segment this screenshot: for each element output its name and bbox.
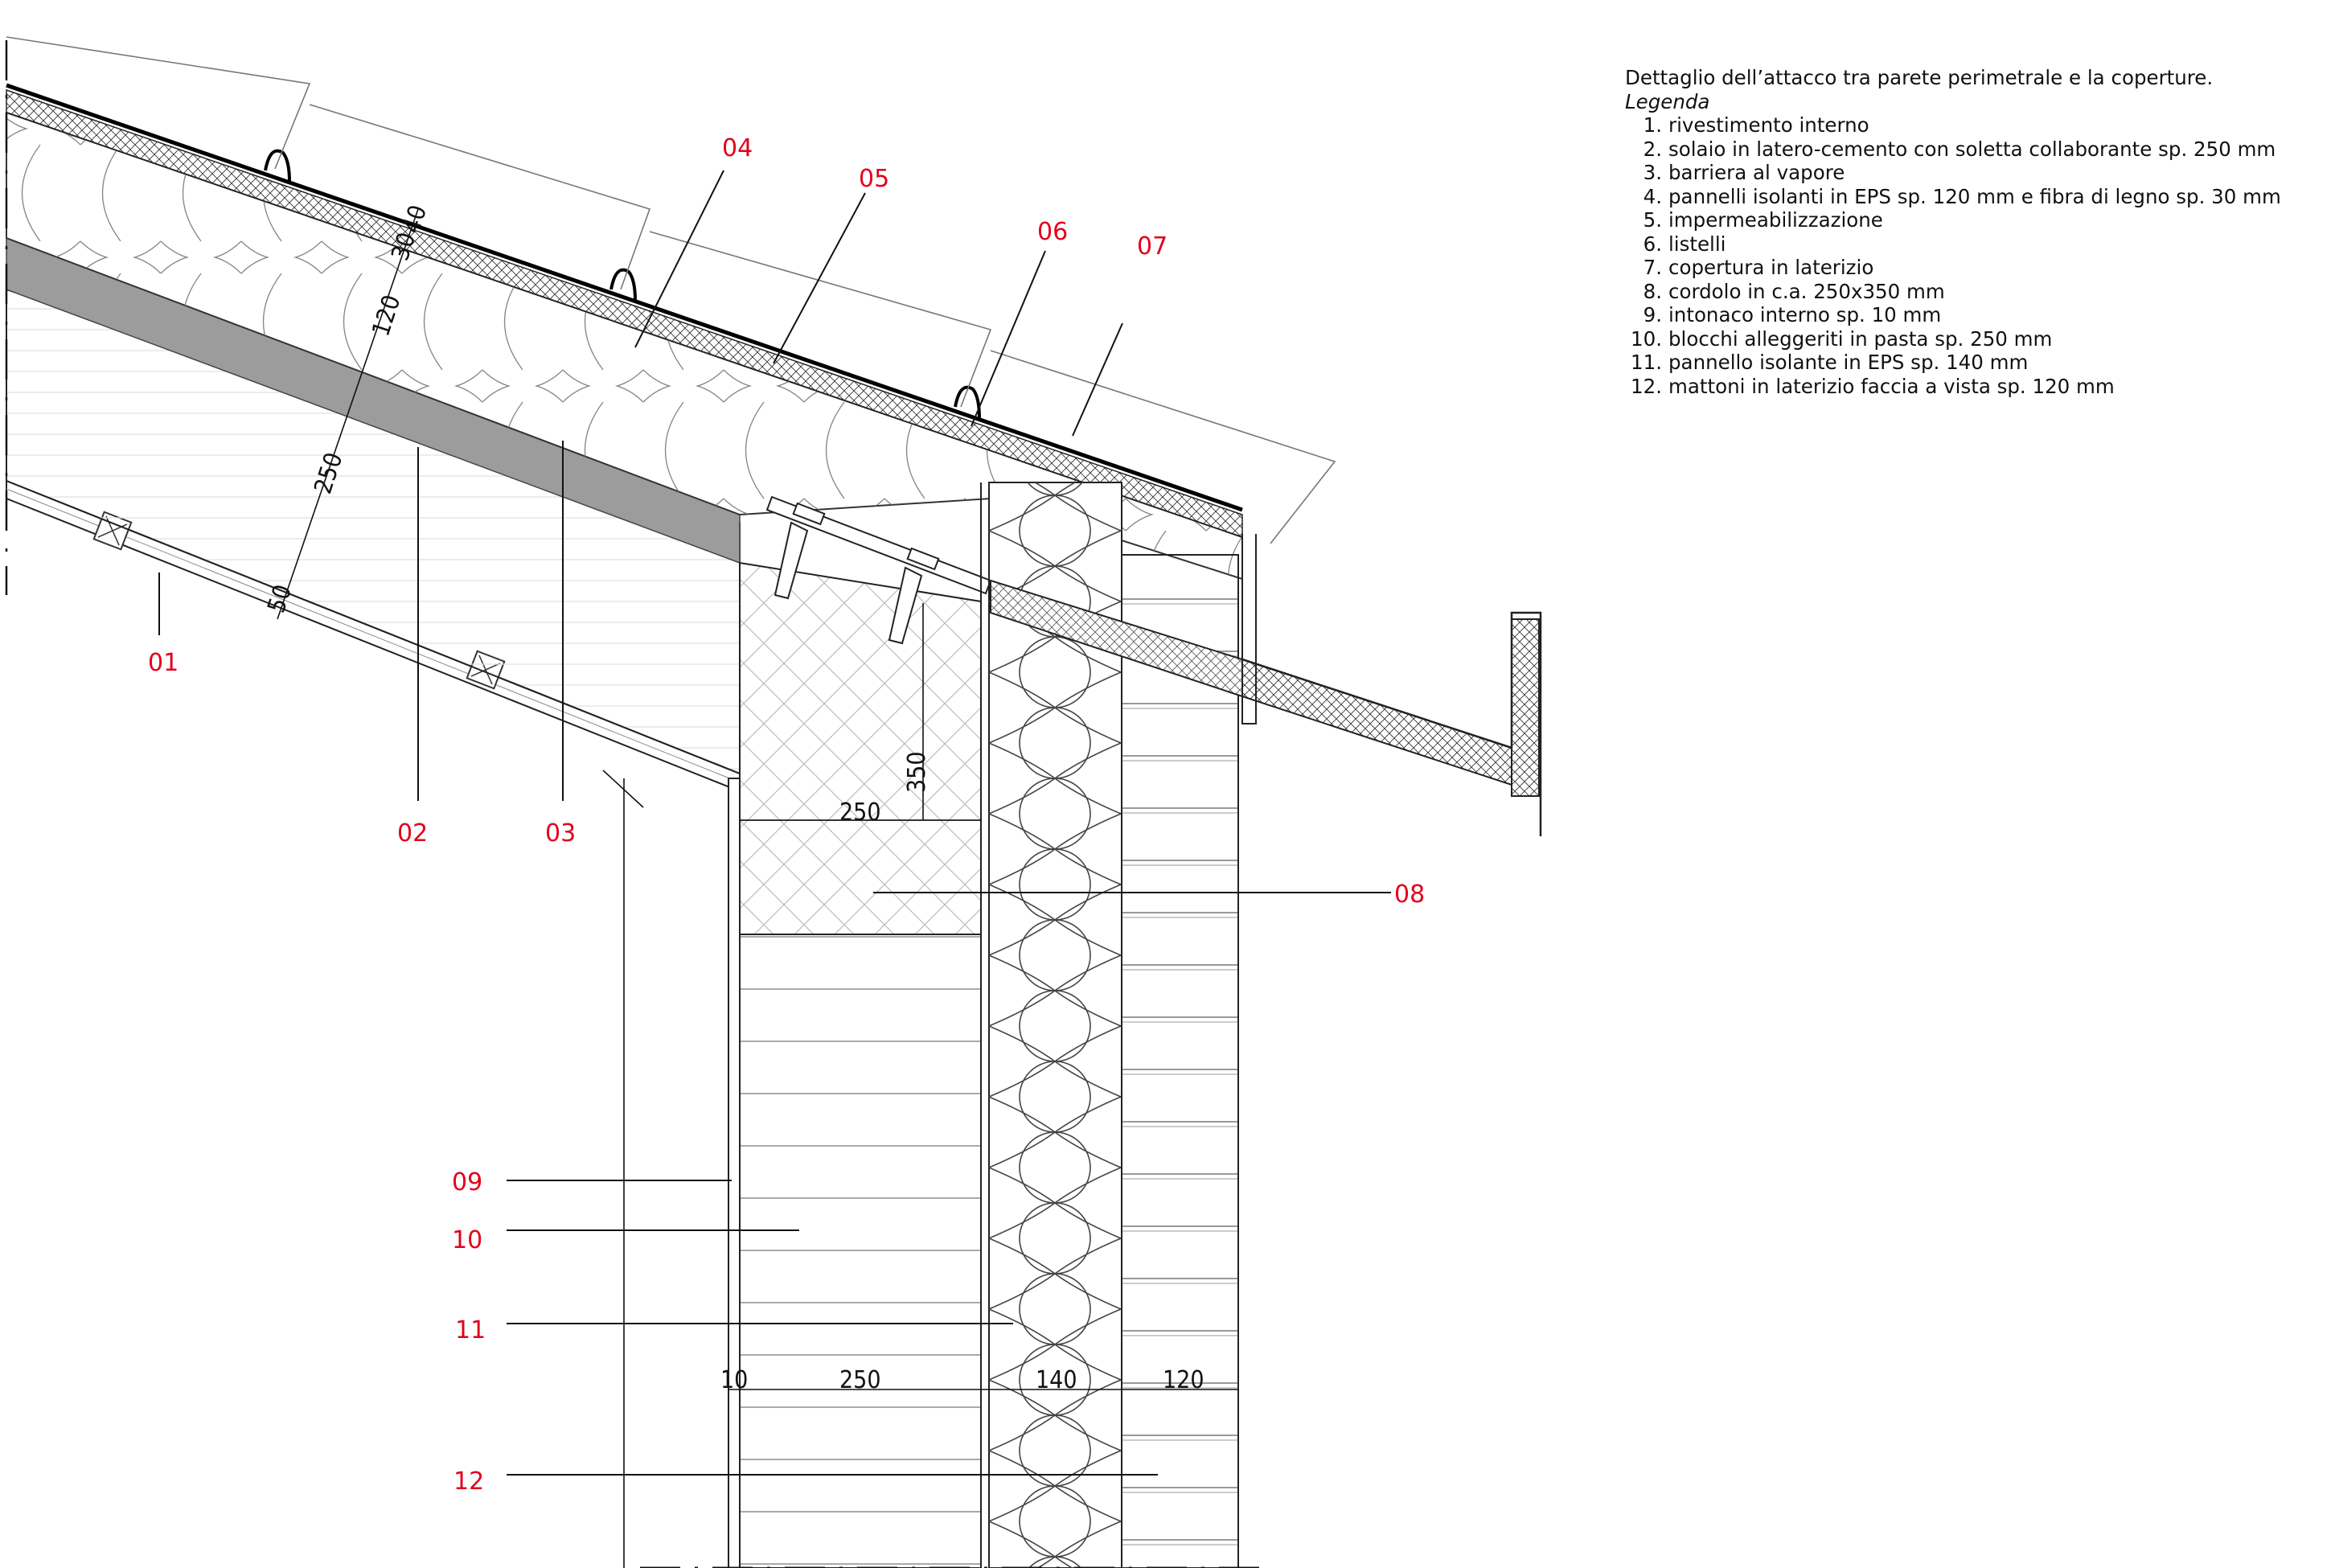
- legend-item: 4.pannelli isolanti in EPS sp. 120 mm e …: [1625, 185, 2317, 209]
- callout-07: 07: [1137, 232, 1168, 261]
- legend-item: 6.listelli: [1625, 232, 2317, 257]
- callout-08: 08: [1394, 880, 1425, 909]
- interior-plaster: [728, 778, 741, 1568]
- roof-build-up: [6, 36, 1336, 793]
- dim-beam-250: 250: [839, 798, 881, 827]
- lightweight-blocks: [739, 934, 982, 1568]
- wall-section: [728, 482, 1239, 1568]
- callout-05: 05: [859, 165, 889, 193]
- legend-item: 3. barriera al vapore: [1625, 161, 2317, 185]
- legend-item-text: intonaco interno sp. 10 mm: [1668, 303, 1942, 326]
- callout-12: 12: [453, 1467, 484, 1496]
- legend-item: 10.blocchi alleggeriti in pasta sp. 250 …: [1625, 327, 2317, 351]
- dim-wall-10: 10: [720, 1366, 748, 1394]
- legend-list: 1.rivestimento interno 2.solaio in later…: [1625, 113, 2317, 398]
- dim-wall-120: 120: [1163, 1366, 1204, 1394]
- legend-item: 11. pannello isolante in EPS sp. 140 mm: [1625, 351, 2317, 375]
- face-brick-wall: [1121, 554, 1239, 1568]
- leader-lines: [158, 170, 1391, 1476]
- roof-tiles: [6, 36, 1336, 544]
- callout-04: 04: [722, 134, 753, 162]
- legend-item-text: barriera al vapore: [1668, 161, 1845, 184]
- legend-item-text: impermeabilizzazione: [1668, 208, 1883, 232]
- dim-wall-250: 250: [839, 1366, 881, 1394]
- legend-heading: Legenda: [1625, 89, 1710, 113]
- legend-item-number: 9.: [1643, 303, 1662, 326]
- legend-item-text: listelli: [1668, 232, 1726, 256]
- dim-beam-350: 350: [903, 751, 931, 793]
- legend-item-number: 6.: [1643, 232, 1662, 256]
- ring-beam: [739, 495, 992, 935]
- legend-item-number: 2.: [1643, 137, 1662, 161]
- dim-wall-140: 140: [1036, 1366, 1077, 1394]
- legend-item-number: 7.: [1643, 256, 1662, 279]
- callout-numbers: 01 02 03 04 05 06 07 08 09 10 11 12: [148, 134, 1425, 1496]
- legend-item: 8.cordolo in c.a. 250x350 mm: [1625, 280, 2317, 304]
- legend-item-number: 8.: [1643, 279, 1662, 303]
- waterproofing-membrane: [6, 83, 1243, 512]
- legend-item-number: 3.: [1643, 161, 1662, 184]
- legend-item: 1.rivestimento interno: [1625, 113, 2317, 138]
- legend-item-number: 5.: [1643, 208, 1662, 232]
- callout-01: 01: [148, 649, 179, 677]
- legend-item-number: 1.: [1643, 113, 1662, 137]
- legend-item-number: 4.: [1643, 184, 1662, 208]
- legend-item-text: mattoni in laterizio faccia a vista sp. …: [1668, 374, 2115, 398]
- callout-03: 03: [545, 819, 576, 848]
- legend-item-text: blocchi alleggeriti in pasta sp. 250 mm: [1668, 326, 2053, 351]
- callout-09: 09: [452, 1168, 482, 1197]
- eaves-gutter: [990, 534, 1542, 836]
- legend-item-number: 12.: [1631, 374, 1662, 398]
- callout-02: 02: [397, 819, 428, 848]
- legend-item-text: cordolo in c.a. 250x350 mm: [1668, 279, 1945, 303]
- drawing-title: Dettaglio dell’attacco tra parete perime…: [1625, 66, 2214, 89]
- callout-06: 06: [1037, 218, 1068, 246]
- legend-item-text: pannello isolante in EPS sp. 140 mm: [1668, 351, 2029, 374]
- legend-item: 9. intonaco interno sp. 10 mm: [1625, 303, 2317, 327]
- legend-panel: Dettaglio dell’attacco tra parete perime…: [1625, 66, 2317, 398]
- legend-item-text: solaio in latero-cemento con soletta col…: [1668, 137, 2276, 161]
- legend-item-number: 10.: [1631, 326, 1662, 351]
- dimension-lines: [277, 208, 1238, 1568]
- legend-item-text: copertura in laterizio: [1668, 256, 1874, 279]
- legend-item-text: rivestimento interno: [1668, 113, 1869, 137]
- legend-item: 5.impermeabilizzazione: [1625, 208, 2317, 232]
- callout-10: 10: [452, 1226, 482, 1254]
- legend-item-number: 11.: [1631, 351, 1662, 374]
- legend-item: 7. copertura in laterizio: [1625, 256, 2317, 280]
- callout-11: 11: [455, 1316, 486, 1344]
- legend-item: 12.mattoni in laterizio faccia a vista s…: [1625, 375, 2317, 399]
- legend-item-text: pannelli isolanti in EPS sp. 120 mm e fi…: [1668, 184, 2281, 208]
- legend-item: 2.solaio in latero-cemento con soletta c…: [1625, 138, 2317, 162]
